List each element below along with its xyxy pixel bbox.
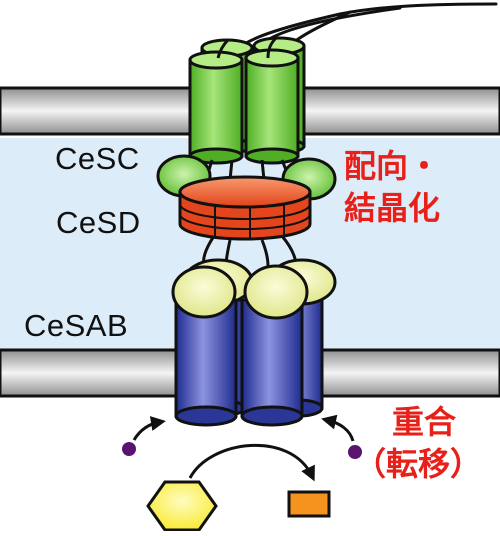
annotation-polymerization-line1: 重合 [392, 403, 457, 441]
cesab-subunit [174, 298, 238, 427]
cesab-cap [243, 264, 309, 320]
label-cesab: CeSAB [24, 308, 129, 343]
cesab-subunit [240, 298, 304, 427]
cesd-complex [178, 175, 312, 241]
product-block [287, 490, 331, 518]
purple-dot-left [122, 442, 136, 456]
cesc-strand-stubs [216, 36, 278, 59]
label-cesc: CeSC [55, 141, 140, 176]
cesab-cap [171, 265, 237, 319]
cesc-subunit [188, 50, 244, 165]
cesc-subunit [244, 48, 300, 165]
cesab-complex [171, 258, 337, 427]
annotation-orientation-line1: 配向・ [344, 147, 441, 185]
label-cesd: CeSD [56, 205, 141, 240]
annotation-orientation: 配向・ 結晶化 [344, 146, 440, 229]
annotation-orientation-line2: 結晶化 [344, 188, 441, 227]
reaction-arrow [188, 444, 315, 482]
purple-dot-right [348, 445, 362, 459]
substrate-hexagon [146, 480, 218, 532]
annotation-polymerization-line2: （転移） [354, 444, 483, 483]
annotation-polymerization: 重合 （転移） [354, 402, 482, 485]
purple-dot-left-arrow [132, 416, 166, 441]
purple-dot-right-arrow [321, 414, 355, 442]
cesc-channel [188, 36, 306, 165]
